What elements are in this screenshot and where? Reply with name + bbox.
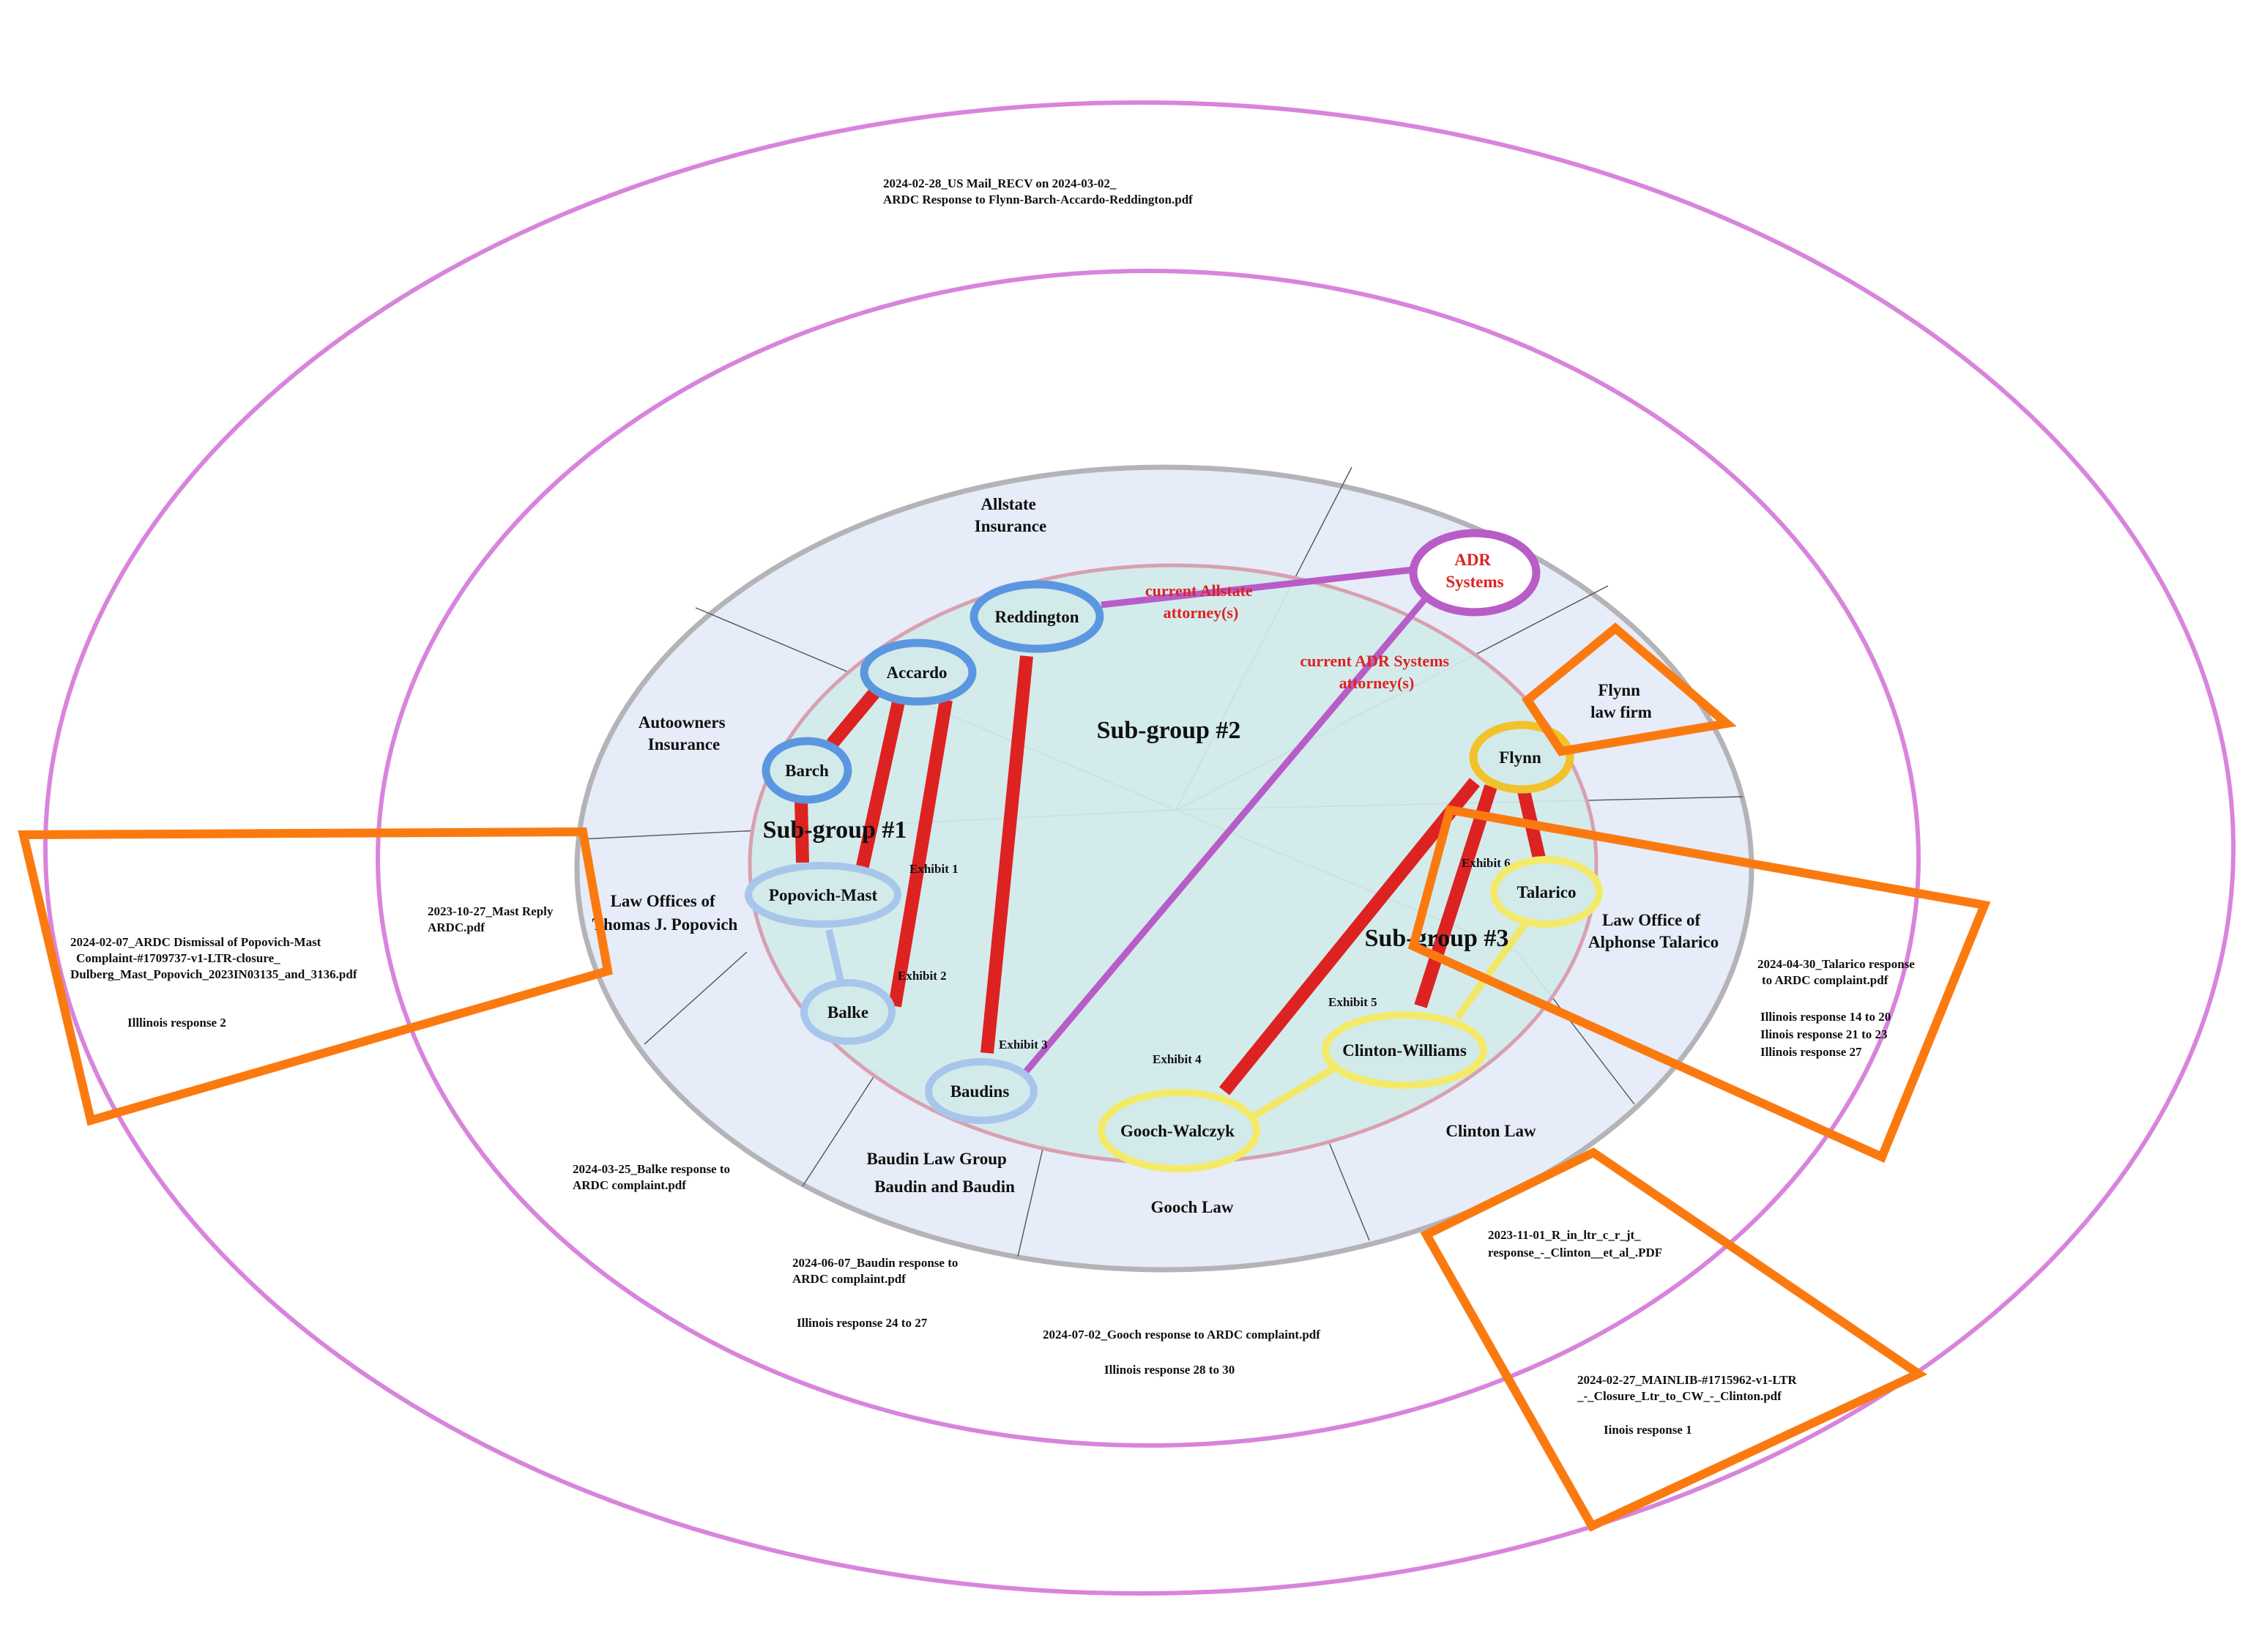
node-balke-ring	[800, 979, 896, 1045]
middle-ring	[376, 269, 1921, 1448]
node-baudins[interactable]: Baudins	[925, 1058, 1038, 1124]
callouts	[18, 622, 1991, 1532]
callout-talarico	[1407, 805, 1991, 1164]
divider-line	[1325, 1133, 1370, 1241]
node-balke-label: Balke	[827, 1003, 868, 1022]
subgroup-2-label: Sub-group #2	[1097, 717, 1241, 744]
divider-line	[644, 951, 748, 1045]
subgroup-1-label: Sub-group #1	[763, 816, 907, 844]
node-popovich-mast-label: Popovich-Mast	[769, 886, 878, 904]
node-barch[interactable]: Barch	[762, 737, 852, 804]
exhibit-1-label: Exhibit 1	[909, 862, 959, 876]
node-adr-systems-label: ADR Systems	[1445, 551, 1503, 591]
exhibit-6-label: Exhibit 6	[1462, 856, 1511, 870]
org-gooch-law: Gooch Law	[1150, 1198, 1233, 1216]
node-popovich-mast[interactable]: Popovich-Mast	[745, 862, 901, 928]
node-clinton-williams-label: Clinton-Williams	[1342, 1041, 1467, 1060]
connections	[794, 566, 1546, 1123]
node-talarico-ring	[1490, 856, 1603, 928]
node-clinton-williams[interactable]: Clinton-Williams	[1322, 1011, 1487, 1089]
connection-accardo-balke	[888, 699, 953, 1008]
node-flynn[interactable]: Flynn	[1469, 721, 1574, 794]
divider-line	[802, 1068, 879, 1187]
doc-mainlib-note: Iinois response 1	[1604, 1423, 1692, 1437]
doc-balke-response: 2024-03-25_Balke response to ARDC compla…	[573, 1162, 733, 1192]
node-reddington-ring	[970, 580, 1104, 653]
connection-barch-popovich	[794, 797, 809, 863]
node-flynn-label: Flynn	[1499, 748, 1541, 767]
node-adr-systems-ring	[1409, 529, 1541, 617]
divider-line	[1017, 1142, 1045, 1257]
node-barch-ring	[762, 737, 852, 804]
connection-accardo-popovich	[855, 697, 906, 874]
node-accardo-label: Accardo	[886, 663, 947, 682]
node-balke[interactable]: Balke	[800, 979, 896, 1045]
org-popovich-office: Law Offices of Thomas J. Popovich	[592, 892, 738, 934]
exhibit-5-label: Exhibit 5	[1328, 995, 1377, 1009]
outer-ring	[43, 100, 2236, 1596]
node-clinton-williams-ring	[1322, 1011, 1487, 1089]
org-baudin-group: Baudin Law Group Baudin and Baudin	[866, 1150, 1015, 1196]
org-talarico-office: Law Office of Alphonse Talarico	[1588, 911, 1719, 951]
org-autoowners: Autoowners Insurance	[639, 713, 730, 754]
connection-flynn-clinton	[1414, 784, 1497, 1008]
connection-gooch-clinton	[1247, 1065, 1335, 1123]
doc-clinton-response: 2023-11-01_R_in_ltr_c_r_jt_ response_-_C…	[1488, 1228, 1662, 1260]
node-baudins-ring	[925, 1058, 1038, 1124]
node-accardo-ring	[860, 639, 977, 706]
node-adr-systems[interactable]: ADR Systems	[1409, 529, 1541, 617]
doc-baudin-note: Illinois response 24 to 27	[797, 1316, 928, 1330]
doc-mast-reply: 2023-10-27_Mast Reply ARDC.pdf	[428, 904, 557, 934]
adr-attorney-note: current ADR Systems attorney(s)	[1300, 652, 1453, 692]
exhibit-4-label: Exhibit 4	[1153, 1052, 1202, 1066]
doc-talarico-notes: Illinois response 14 to 20 Ilinois respo…	[1760, 1010, 1894, 1059]
org-flynn-firm: Flynn law firm	[1590, 681, 1652, 721]
doc-gooch-response: 2024-07-02_Gooch response to ARDC compla…	[1043, 1328, 1320, 1342]
node-barch-label: Barch	[785, 762, 829, 780]
allstate-attorney-note: current Allstate attorney(s)	[1145, 581, 1257, 622]
connection-flynn-gooch	[1219, 778, 1480, 1095]
callout-dismissal	[18, 827, 613, 1126]
org-clinton-law: Clinton Law	[1445, 1122, 1536, 1140]
doc-baudin-response: 2024-06-07_Baudin response to ARDC compl…	[792, 1256, 961, 1286]
node-accardo[interactable]: Accardo	[860, 639, 977, 706]
callout-clinton	[1420, 1147, 1928, 1532]
doc-gooch-note: Illinois response 28 to 30	[1104, 1363, 1235, 1377]
exhibit-2-label: Exhibit 2	[898, 969, 947, 983]
doc-dismissal-note: Illlinois response 2	[127, 1016, 226, 1030]
subgroup-3-label: Sub-group #3	[1365, 925, 1509, 952]
node-popovich-mast-ring	[745, 862, 901, 928]
connection-popovich-balke	[825, 929, 844, 983]
exhibit-3-label: Exhibit 3	[999, 1038, 1048, 1052]
node-reddington-label: Reddington	[994, 608, 1079, 626]
doc-ardc-dismissal: 2024-02-07_ARDC Dismissal of Popovich-Ma…	[70, 935, 357, 981]
connection-reddington-baudins	[980, 655, 1033, 1054]
connection-clinton-talarico	[1454, 922, 1528, 1020]
node-talarico[interactable]: Talarico	[1490, 856, 1603, 928]
node-gooch-walczyk-ring	[1098, 1089, 1260, 1172]
node-reddington[interactable]: Reddington	[970, 580, 1104, 653]
doc-talarico-response: 2024-04-30_Talarico response to ARDC com…	[1757, 957, 1918, 987]
callout-flynn-firm	[1522, 622, 1737, 756]
doc-ardc-response-top: 2024-02-28_US Mail_RECV on 2024-03-02_ A…	[883, 176, 1193, 206]
connection-reddington-adr	[1101, 566, 1414, 609]
connection-adr-baudins	[1009, 597, 1428, 1090]
node-baudins-label: Baudins	[950, 1082, 1010, 1101]
node-talarico-label: Talarico	[1517, 883, 1577, 901]
connection-accardo-barch	[827, 687, 881, 748]
org-allstate: Allstate Insurance	[975, 495, 1046, 535]
node-gooch-walczyk[interactable]: Gooch-Walczyk	[1098, 1089, 1260, 1172]
node-gooch-walczyk-label: Gooch-Walczyk	[1120, 1122, 1235, 1140]
doc-mainlib-closure: 2024-02-27_MAINLIB-#1715962-v1-LTR _-_Cl…	[1577, 1373, 1800, 1403]
node-flynn-ring	[1469, 721, 1574, 794]
